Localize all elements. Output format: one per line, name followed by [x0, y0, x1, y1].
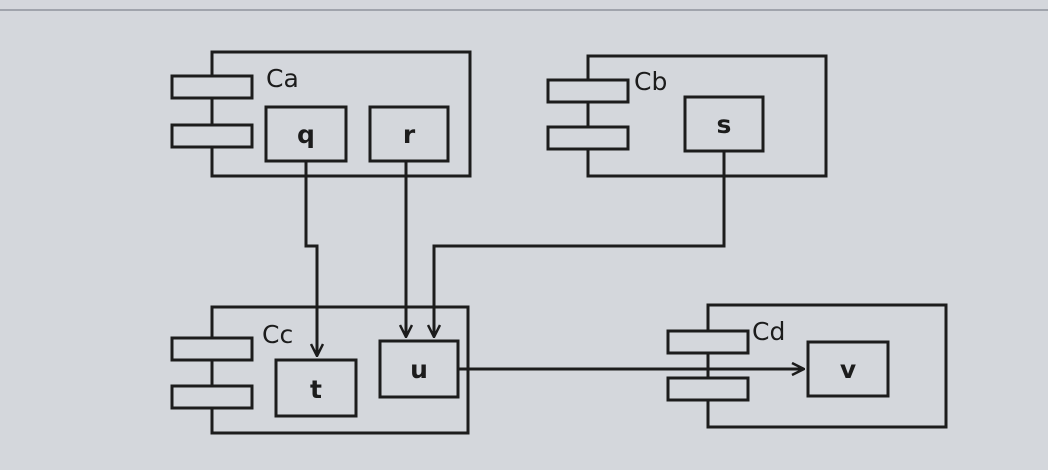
component-cd-body	[706, 303, 948, 429]
component-cd-label: Cd	[752, 317, 785, 346]
component-cc-label: Cc	[262, 320, 293, 349]
component-cc-body	[210, 305, 470, 435]
part-r-label: r	[403, 120, 416, 149]
connector-s-to-u	[434, 151, 726, 337]
component-cb-label: Cb	[634, 67, 667, 96]
component-ca-port-bottom	[170, 123, 254, 149]
component-cb-port-bottom	[546, 125, 630, 151]
part-v-box	[806, 340, 890, 398]
component-ca-port-top	[170, 74, 254, 100]
component-ca-body	[210, 50, 472, 178]
component-cb-body	[586, 54, 828, 178]
part-s-label: s	[717, 110, 732, 139]
connector-q-to-t	[304, 161, 317, 356]
component-cb	[546, 54, 828, 178]
component-cd-port-top	[666, 329, 750, 355]
part-t-label: t	[310, 375, 322, 404]
component-ca-label: Ca	[266, 64, 299, 93]
part-t-box	[274, 358, 358, 418]
component-cc-port-bottom	[170, 384, 254, 410]
component-cd-port-bottom	[666, 376, 750, 402]
part-q-label: q	[297, 120, 315, 149]
component-cc-port-top	[170, 336, 254, 362]
component-cb-port-top	[546, 78, 630, 104]
component-cd	[666, 303, 948, 429]
part-u-label: u	[410, 355, 428, 384]
component-ca	[170, 50, 472, 178]
part-v-label: v	[840, 355, 856, 384]
part-r-box	[368, 105, 450, 163]
